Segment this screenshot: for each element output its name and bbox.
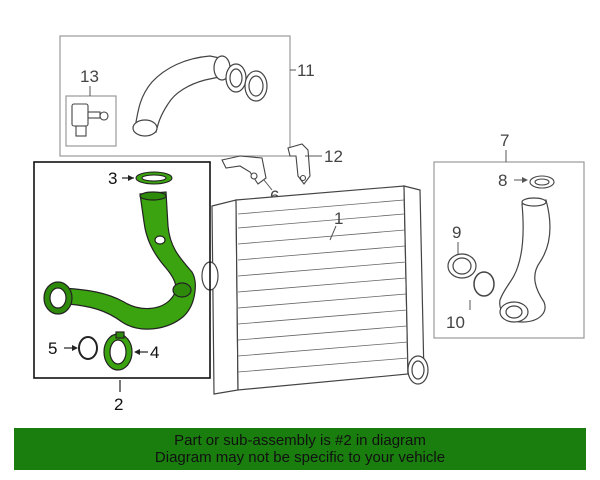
part-9-clamp[interactable] (447, 253, 477, 279)
callout-9: 9 (452, 223, 461, 242)
part-1-intercooler[interactable] (201, 185, 429, 395)
callout-13: 13 (80, 67, 99, 86)
callout-1: 1 (334, 209, 343, 228)
intercooler-fins (237, 199, 409, 373)
callout-8: 8 (498, 171, 507, 190)
group-box-11 (59, 35, 291, 157)
parts-diagram: 13 11 6 12 1 (33, 35, 585, 414)
part-10-seal[interactable] (473, 271, 495, 297)
part-4-clamp[interactable] (103, 331, 133, 371)
part-2-charge-air-hose[interactable] (43, 191, 196, 330)
part-8-clamp[interactable] (529, 175, 555, 189)
part-6-bracket[interactable] (221, 155, 267, 185)
part-3-clamp[interactable] (135, 171, 173, 185)
callout-11: 11 (297, 61, 315, 80)
banner-line-2: Diagram may not be specific to your vehi… (154, 449, 446, 466)
callout-12: 12 (324, 147, 343, 166)
group-box-7 (433, 161, 585, 339)
callout-2: 2 (114, 395, 123, 414)
part-5-o-ring[interactable] (78, 336, 98, 360)
callout-4: 4 (150, 343, 159, 362)
outlet-hose[interactable] (499, 197, 551, 323)
callout-3: 3 (108, 169, 117, 188)
part-12-bracket[interactable] (287, 143, 311, 185)
part-11-air-duct[interactable] (132, 55, 268, 137)
info-banner: Part or sub-assembly is #2 in diagram Di… (14, 428, 586, 470)
callout-7: 7 (500, 131, 509, 150)
callout-5: 5 (48, 339, 57, 358)
banner-line-1: Part or sub-assembly is #2 in diagram (174, 432, 426, 449)
callout-10: 10 (446, 313, 465, 332)
part-13-sensor[interactable] (71, 103, 109, 137)
group-box-2 (33, 161, 211, 379)
